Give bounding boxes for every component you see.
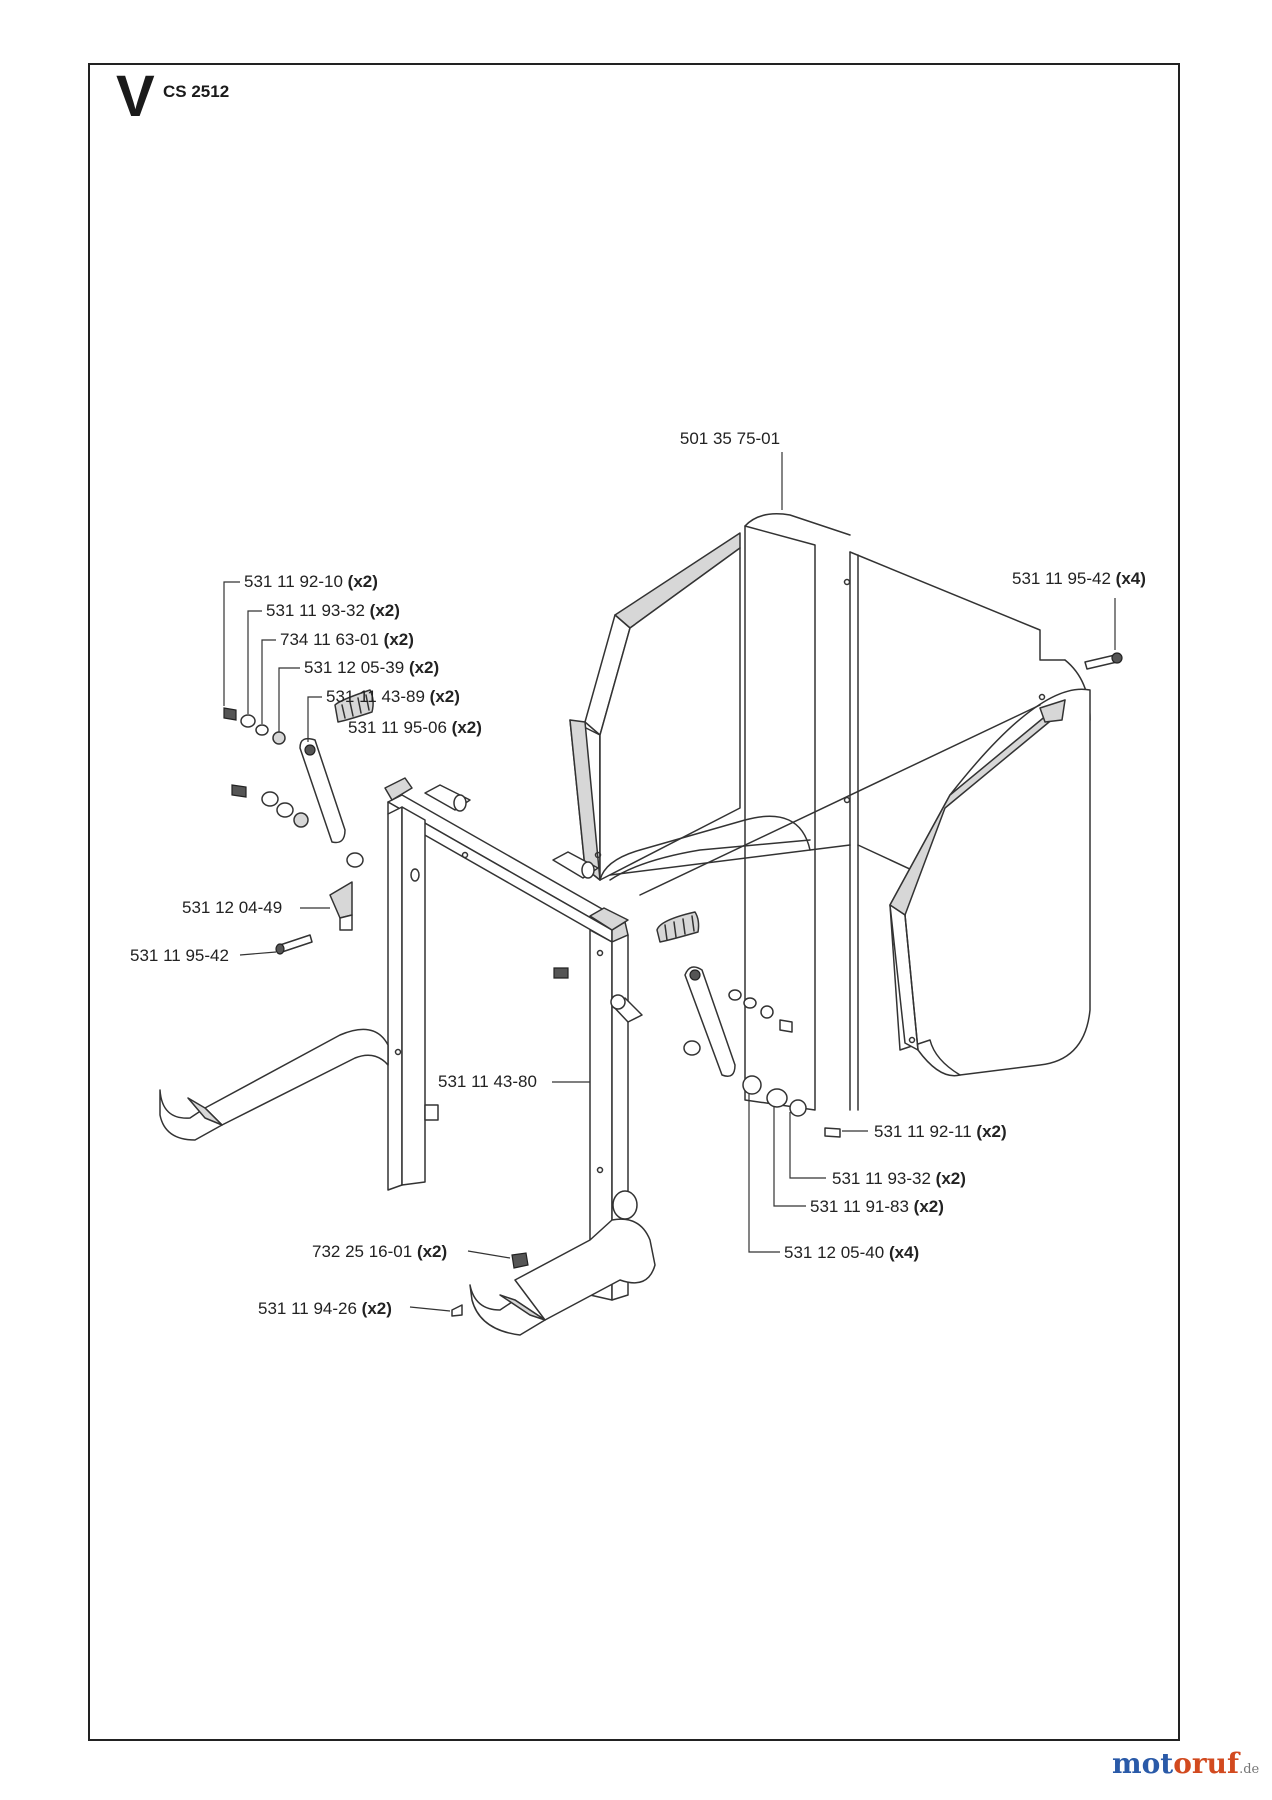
callout-bolt-left: 531 11 95-42 [130, 946, 229, 965]
callout-screw-top: 531 11 92-10 (x2) [244, 572, 378, 591]
section-letter: V [116, 64, 155, 129]
callout-lockwasher-top: 734 11 63-01 (x2) [280, 630, 414, 649]
callout-screw-bottom: 531 11 94-26 (x2) [258, 1299, 392, 1318]
callout-link-arm: 531 11 43-89 (x2) [326, 687, 460, 706]
hopper-chute [569, 513, 1091, 1111]
right-hardware [451, 652, 1123, 1317]
callout-spring: 531 11 95-06 (x2) [348, 718, 482, 737]
callout-hopper: 501 35 75-01 [680, 429, 780, 448]
callout-screw-right: 531 11 92-11 (x2) [874, 1122, 1007, 1141]
callout-frame: 531 11 43-80 [438, 1072, 537, 1091]
callout-washer-top: 531 11 93-32 (x2) [266, 601, 400, 620]
leader-lines [223, 452, 1116, 1312]
model-label: CS 2512 [163, 82, 230, 101]
left-hardware [223, 689, 374, 955]
callout-labels: 501 35 75-01 531 11 95-42 (x4) 531 11 92… [130, 429, 1146, 1318]
motoruf-logo: motoruf.de [1112, 1747, 1260, 1780]
callout-nut-bottom: 732 25 16-01 (x2) [312, 1242, 447, 1261]
callout-spacer-right: 531 12 05-40 (x4) [784, 1243, 919, 1262]
callout-washer-right: 531 11 93-32 (x2) [832, 1169, 966, 1188]
callout-spacer-top: 531 12 05-39 (x2) [304, 658, 439, 677]
callout-washer-large: 531 11 91-83 (x2) [810, 1197, 944, 1216]
drawing-frame [88, 63, 1180, 1741]
callout-bracket: 531 12 04-49 [182, 898, 282, 917]
frame-assembly [159, 777, 656, 1336]
callout-bolt-top-right: 531 11 95-42 (x4) [1012, 569, 1146, 588]
